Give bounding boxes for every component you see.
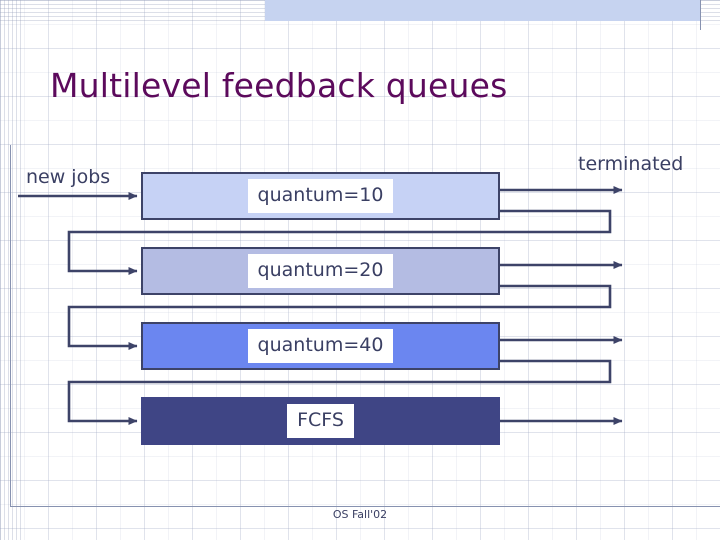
terminated-label: terminated [578,153,684,175]
top-banner [265,0,700,21]
queue-box-3[interactable]: quantum=40 [141,322,500,370]
top-right-vertical-rule [700,0,701,30]
queue-label-1: quantum=10 [247,179,394,213]
slide-footer: OS Fall'02 [332,508,388,521]
left-vertical-rule [10,145,11,507]
bottom-horizontal-rule [10,506,720,507]
page-title: Multilevel feedback queues [50,66,508,105]
queue-box-1[interactable]: quantum=10 [141,172,500,220]
queue-box-4[interactable]: FCFS [141,397,500,445]
queue-label-4: FCFS [287,404,354,438]
new-jobs-label: new jobs [26,166,111,188]
queue-box-2[interactable]: quantum=20 [141,247,500,295]
queue-label-3: quantum=40 [247,329,394,363]
queue-label-2: quantum=20 [247,254,394,288]
